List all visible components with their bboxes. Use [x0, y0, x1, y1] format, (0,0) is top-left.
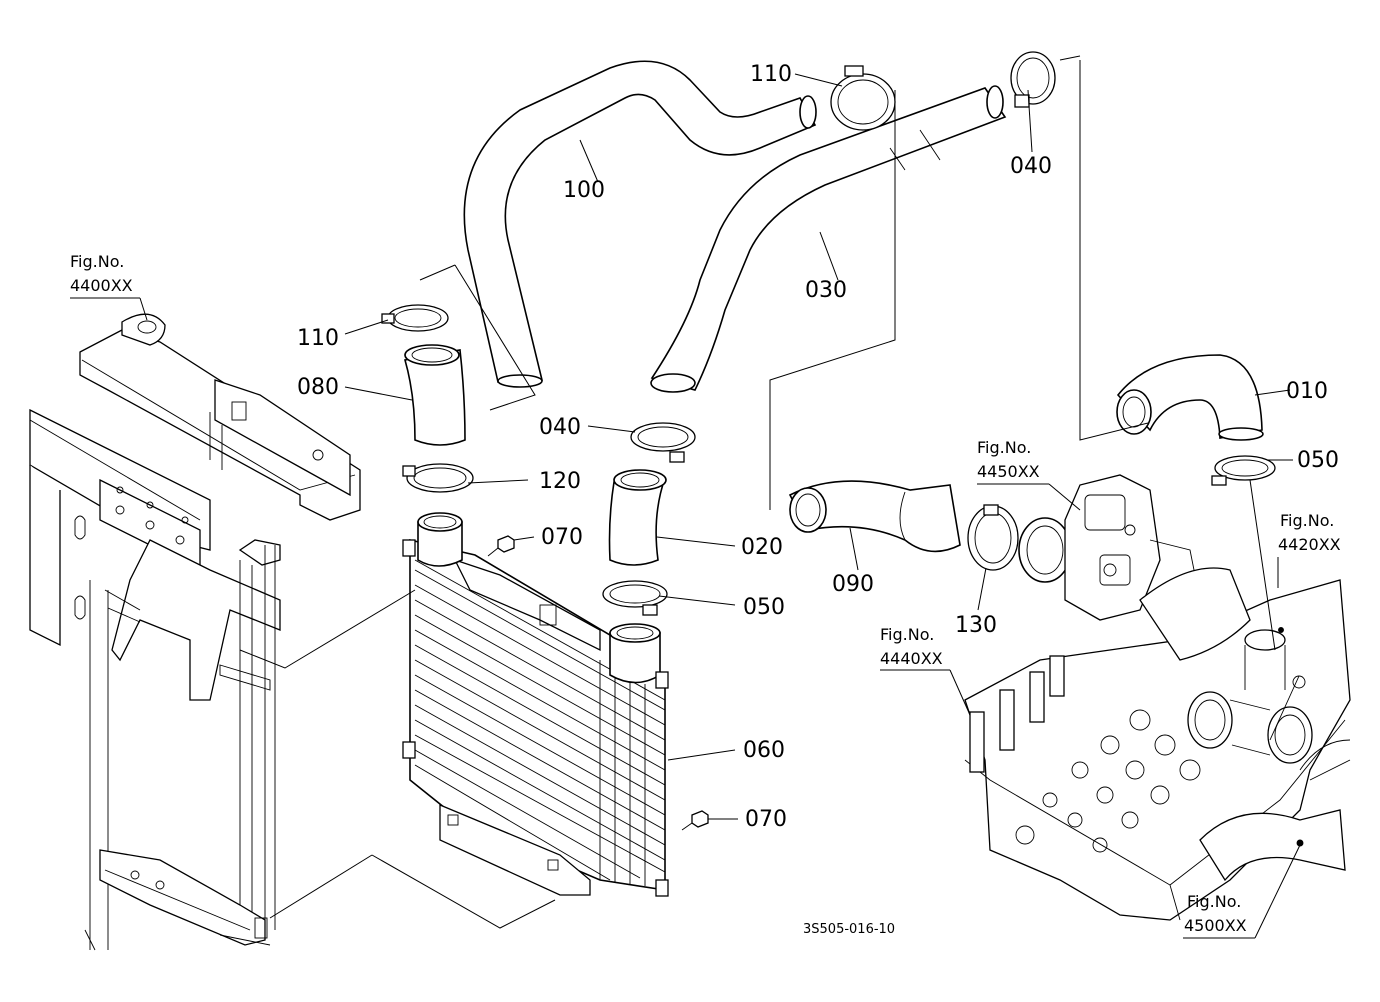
part-label-050-mid: 050: [743, 595, 785, 620]
hose-010-drawing: [1116, 354, 1264, 441]
frame-bracket-drawing: [29, 313, 361, 951]
part-label-080: 080: [297, 375, 339, 400]
hose-030-drawing: [650, 85, 1007, 393]
fig-ref-4450: Fig.No. 4450XX: [977, 438, 1040, 481]
part-label-110-left: 110: [297, 326, 339, 351]
part-label-130: 130: [955, 613, 997, 638]
svg-text:Fig.No.: Fig.No.: [1280, 511, 1334, 530]
svg-text:Fig.No.: Fig.No.: [977, 438, 1031, 457]
svg-text:4500XX: 4500XX: [1184, 916, 1247, 935]
svg-text:4440XX: 4440XX: [880, 649, 943, 668]
throttle-body-drawing: [1018, 474, 1201, 621]
part-label-070-bottom: 070: [745, 807, 787, 832]
fig-ref-4440: Fig.No. 4440XX: [880, 625, 943, 668]
hose-100-drawing: [463, 60, 817, 388]
hose-080-drawing: [403, 344, 466, 446]
part-label-100: 100: [563, 178, 605, 203]
fig-ref-4420: Fig.No. 4420XX: [1278, 511, 1341, 554]
fig-refs: Fig.No. 4400XX Fig.No. 4450XX Fig.No. 44…: [70, 252, 1341, 935]
intercooler-drawing: [402, 512, 709, 897]
part-label-020: 020: [741, 535, 783, 560]
svg-text:4420XX: 4420XX: [1278, 535, 1341, 554]
part-label-110-top: 110: [750, 62, 792, 87]
part-label-070-top: 070: [541, 525, 583, 550]
leader-lines: [70, 73, 1301, 939]
part-labels: 110 100 040 030 110 080 040 010 050 120 …: [297, 62, 1339, 832]
svg-text:4400XX: 4400XX: [70, 276, 133, 295]
svg-text:Fig.No.: Fig.No.: [880, 625, 934, 644]
clamps-drawing: [381, 51, 1276, 616]
part-label-040-top: 040: [1010, 154, 1052, 179]
part-label-040-mid: 040: [539, 415, 581, 440]
part-label-030: 030: [805, 278, 847, 303]
part-label-060: 060: [743, 738, 785, 763]
svg-text:Fig.No.: Fig.No.: [1187, 892, 1241, 911]
part-label-090: 090: [832, 572, 874, 597]
diagram-code: 3S505-016-10: [803, 922, 895, 937]
part-label-120: 120: [539, 469, 581, 494]
svg-text:Fig.No.: Fig.No.: [70, 252, 124, 271]
hose-090-drawing: [788, 480, 961, 553]
part-label-050-right: 050: [1297, 448, 1339, 473]
intercooler-fins: [414, 569, 666, 886]
hose-020-drawing: [608, 469, 667, 566]
fig-ref-4400: Fig.No. 4400XX: [70, 252, 133, 295]
engine-block-drawing: [964, 567, 1351, 921]
part-label-010: 010: [1286, 379, 1328, 404]
grouping-lines: [239, 55, 1149, 929]
svg-text:4450XX: 4450XX: [977, 462, 1040, 481]
fig-ref-4500: Fig.No. 4500XX: [1184, 892, 1247, 935]
